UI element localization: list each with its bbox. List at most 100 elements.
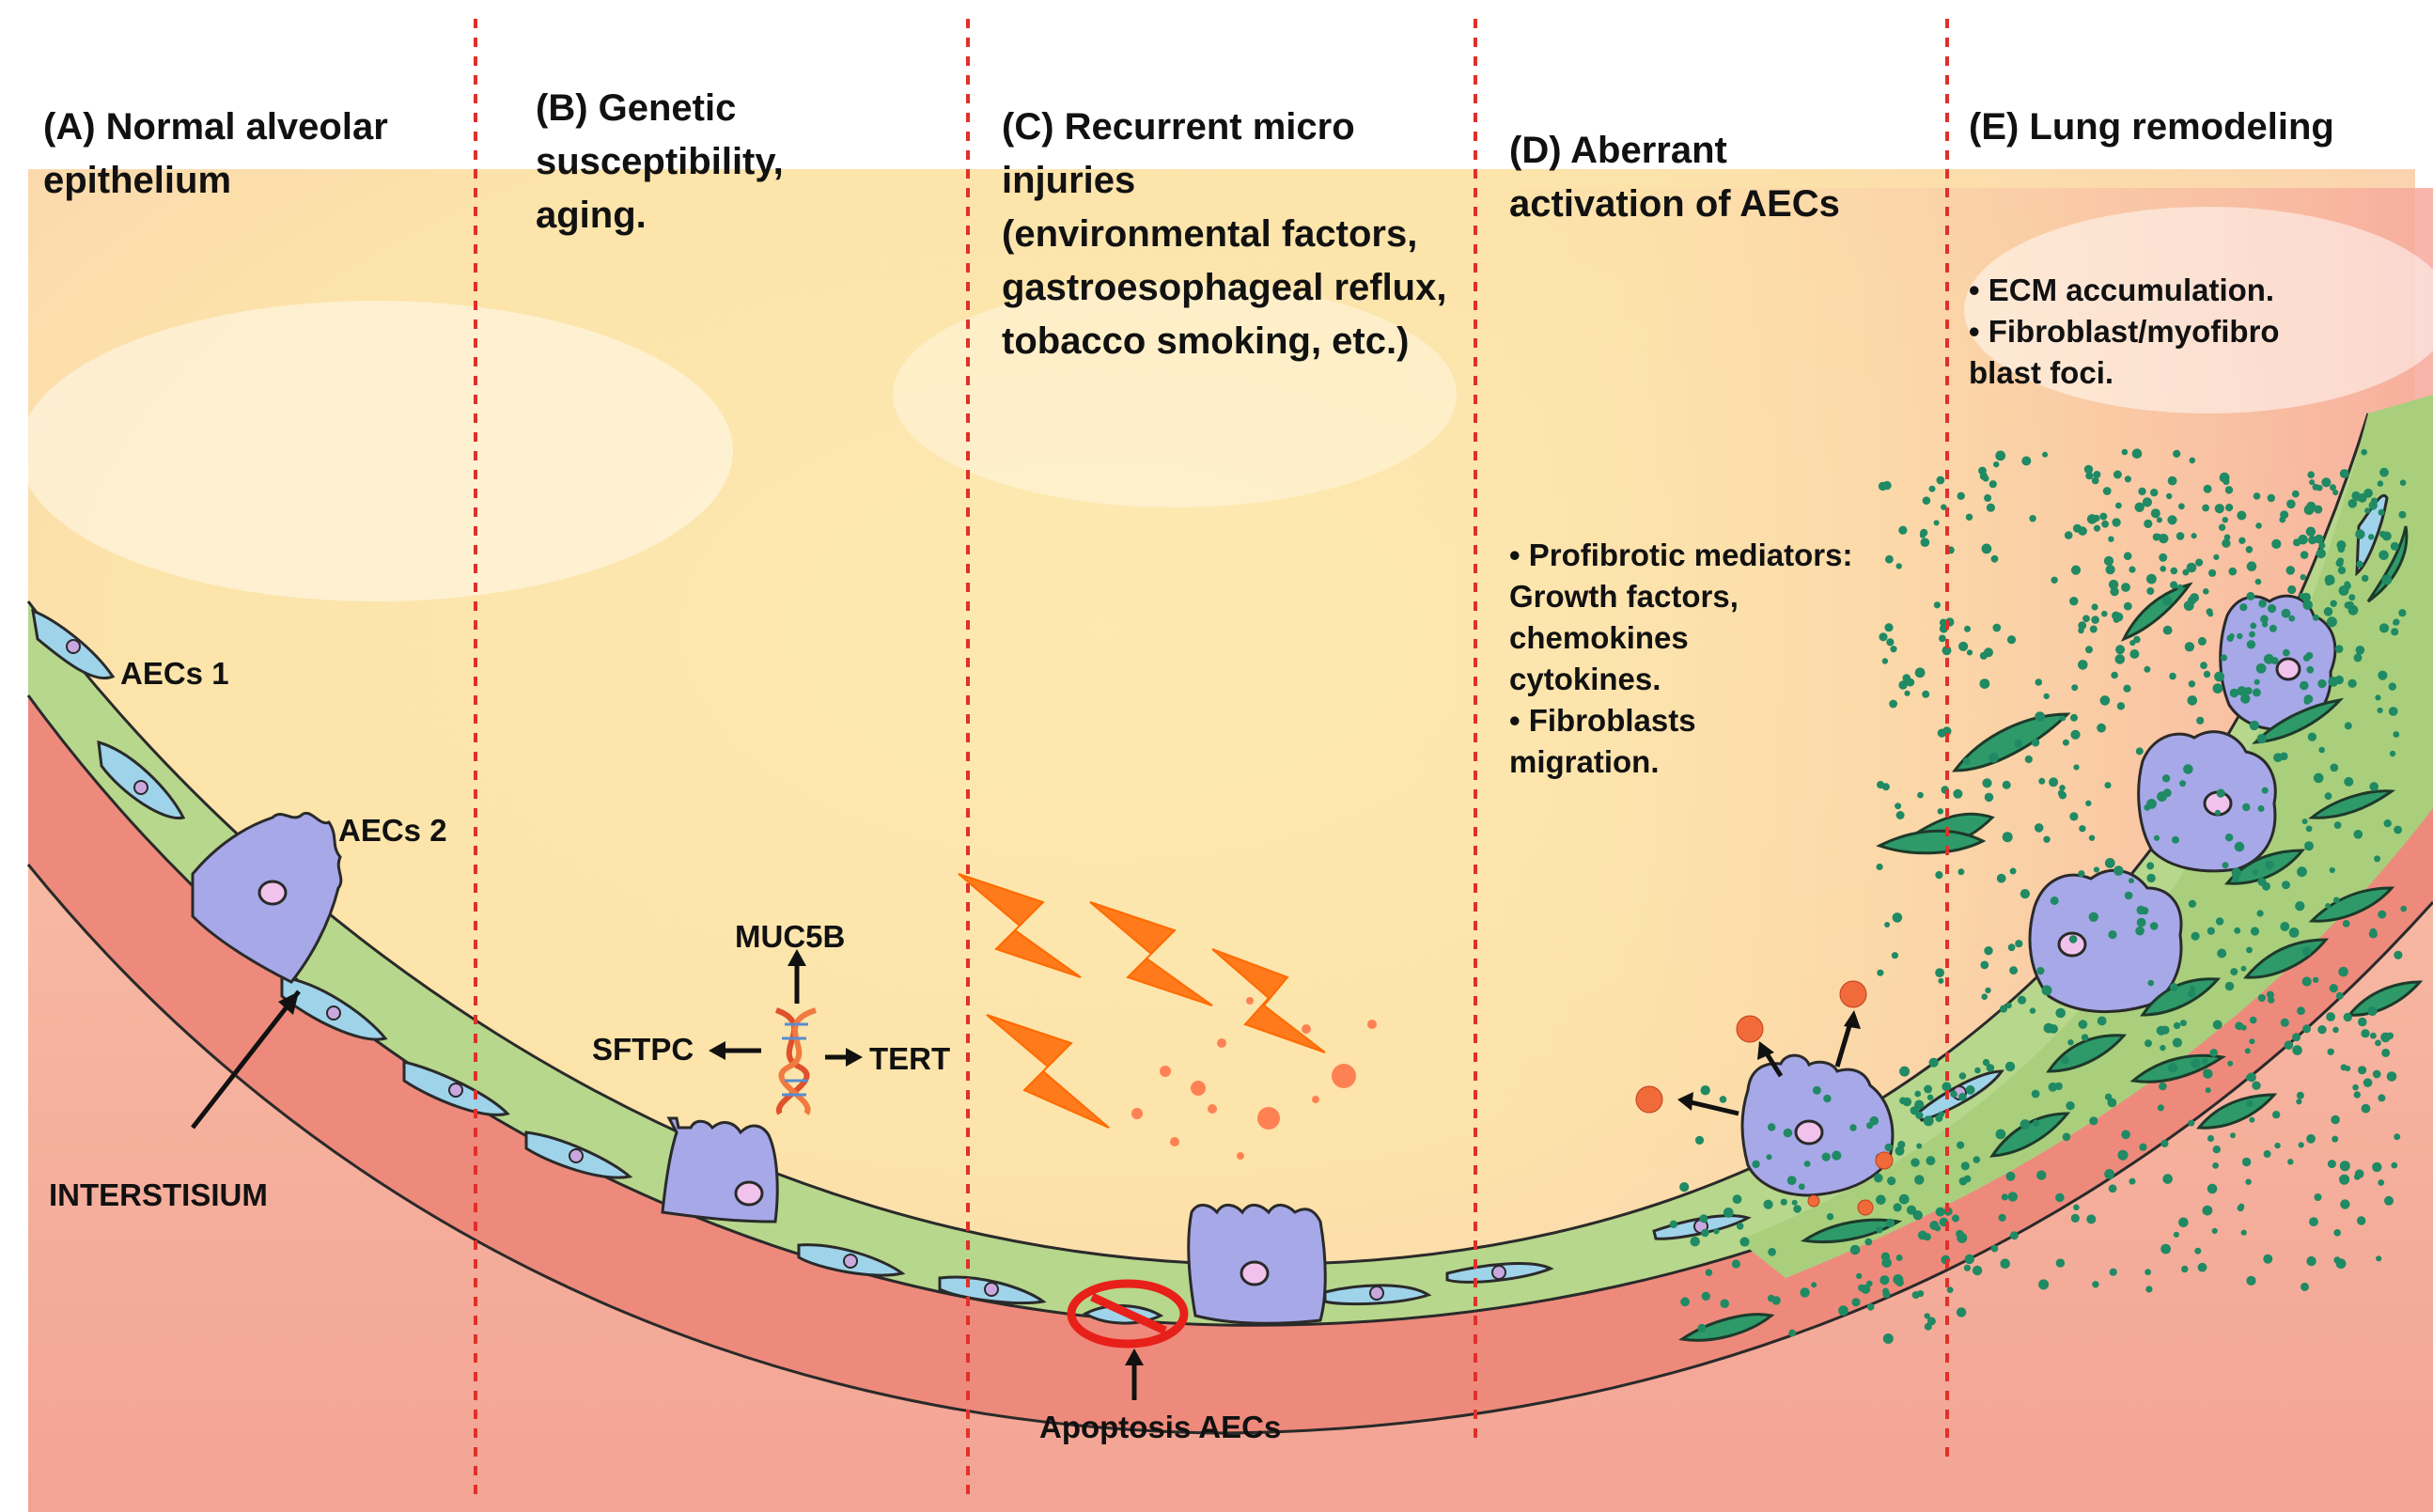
ecm-dot	[2191, 1058, 2201, 1068]
ecm-dot	[2129, 649, 2140, 659]
ecm-dot	[2368, 929, 2378, 939]
ecm-dot	[1973, 1156, 1981, 1163]
mediators	[1635, 980, 1894, 1216]
no-symbol-slash	[1090, 1292, 1167, 1335]
ecm-dot	[1992, 623, 2002, 632]
ecm-dot	[2232, 875, 2239, 882]
ecm-dot	[2357, 1216, 2366, 1225]
ecm-dot	[2301, 946, 2312, 957]
ecm-dot	[2205, 1087, 2211, 1094]
ecm-dot	[2214, 504, 2224, 514]
ecm-dot	[2224, 981, 2235, 991]
particle	[1246, 997, 1254, 1005]
ecm-dot	[1986, 503, 1995, 512]
ecm-dot	[2170, 567, 2178, 575]
ecm-dot	[2169, 672, 2176, 680]
ecm-dot	[2297, 866, 2307, 878]
ecm-dot	[2093, 866, 2100, 873]
ecm-dot	[1950, 1090, 1957, 1098]
mediator-arrow-up-head	[1757, 1041, 1774, 1060]
ecm-dot	[2338, 966, 2348, 977]
ecm-dot	[2104, 858, 2115, 868]
ecm-dot	[1849, 1124, 1857, 1131]
ecm-dot	[1911, 1291, 1920, 1300]
aec2-nucleus	[734, 1180, 764, 1207]
ecm-dot	[2296, 1091, 2304, 1099]
ecm-dot	[2086, 1214, 2097, 1224]
ecm-dot	[1732, 1194, 1742, 1204]
ecm-dot	[1995, 450, 2006, 461]
ecm-dot	[2144, 1039, 2152, 1048]
ecm-dot	[1946, 1286, 1954, 1293]
fibroblast	[2308, 886, 2395, 923]
ecm-dot	[2078, 660, 2088, 670]
ecm-dot	[1885, 554, 1894, 564]
ecm-dot	[2178, 503, 2185, 510]
ecm-dot	[2377, 480, 2384, 487]
ecm-dot	[2379, 467, 2389, 477]
sftpc-arrow-head	[709, 1041, 725, 1060]
ecm-dot	[2187, 990, 2196, 998]
ecm-dot	[1982, 475, 1989, 482]
ecm-dot	[1679, 1182, 1690, 1192]
ecm-dot	[1922, 496, 1931, 505]
ecm-dot	[2043, 1022, 2054, 1034]
ecm-dot	[2005, 1002, 2012, 1009]
ecm-dot	[2228, 632, 2235, 639]
ecm-dot	[1768, 1123, 1776, 1131]
ecm-dot	[2300, 1282, 2309, 1291]
ecm-dot	[2237, 686, 2247, 696]
ecm-dot	[2123, 684, 2131, 693]
ecm-dot	[2301, 592, 2311, 602]
ecm-dot	[2367, 1005, 2378, 1017]
ecm-dot	[1964, 625, 1971, 632]
ecm-dot	[1690, 1237, 1700, 1247]
ecm-dot	[2115, 645, 2126, 655]
ecm-dot	[2253, 492, 2261, 500]
ecm-dot	[2188, 680, 2196, 688]
aec2-nucleus	[1794, 1119, 1824, 1146]
ecm-dot	[2257, 993, 2266, 1003]
ecm-dot	[2153, 834, 2160, 841]
aec1-nucleus	[984, 1282, 999, 1297]
ecm-dot	[2329, 984, 2338, 993]
ecm-dot	[1713, 1228, 1720, 1235]
ecm-dot	[2009, 1231, 2019, 1240]
ecm-dot	[2161, 774, 2171, 783]
aec2-cell-panel-b	[661, 1116, 779, 1224]
ecm-dot	[1826, 1213, 1834, 1221]
ecm-dot	[2312, 614, 2319, 621]
ecm-dot	[1993, 461, 2000, 468]
ecm-dot	[2159, 553, 2168, 562]
ecm-dot	[2326, 1012, 2336, 1021]
aecs1-label: AECs 1	[120, 656, 229, 691]
ecm-dot	[2207, 1134, 2215, 1143]
ecm-dot	[2381, 531, 2392, 541]
ecm-dot	[2252, 688, 2261, 697]
ecm-dot	[1960, 1161, 1970, 1171]
ecm-dot	[1958, 1177, 1968, 1186]
ecm-dot	[2339, 1174, 2350, 1185]
ecm-dot	[1669, 1220, 1678, 1229]
ecm-dot	[2073, 1204, 2080, 1211]
apoptosis-marker	[1067, 1279, 1189, 1348]
ecm-dot	[2156, 517, 2162, 523]
ecm-dot	[2114, 654, 2126, 664]
ecm-dot	[2031, 1089, 2040, 1099]
ecm-dot	[1895, 1255, 1903, 1261]
ecm-dot	[2309, 479, 2316, 486]
ecm-dot	[2182, 569, 2190, 576]
ecm-dot	[2020, 1119, 2031, 1130]
ecm-dot	[1786, 1176, 1797, 1185]
ecm-dot	[1942, 1082, 1952, 1092]
ecm-dot	[2376, 1255, 2382, 1262]
ecm-dot	[2250, 622, 2257, 630]
ecm-dot	[1895, 803, 1902, 810]
particle	[1302, 1024, 1311, 1034]
ecm-dot	[2091, 476, 2099, 485]
ecm-dot	[2136, 917, 2146, 927]
ecm-dot	[2157, 791, 2167, 803]
ecm-dot	[1937, 808, 1943, 815]
ecm-dot	[2265, 860, 2274, 870]
ecm-dot	[2302, 1024, 2312, 1034]
